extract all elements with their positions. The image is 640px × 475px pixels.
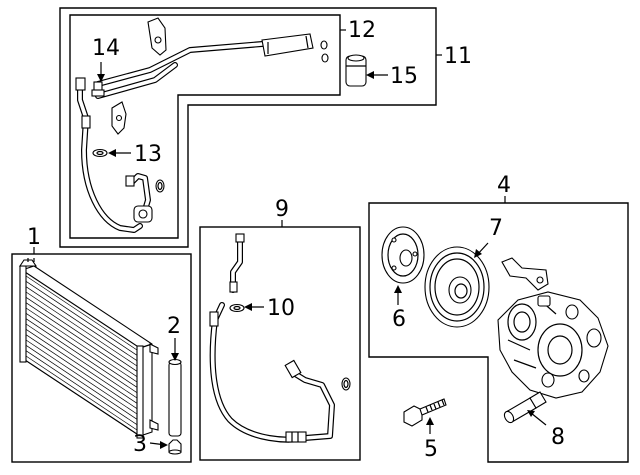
callout-9: 9 — [275, 197, 289, 222]
box-11-line-assembly — [59, 7, 442, 248]
callout-13: 13 — [134, 142, 162, 167]
callout-12: 12 — [348, 18, 376, 43]
callout-8: 8 — [551, 425, 565, 450]
drier-plug — [168, 439, 182, 455]
condenser-fin — [25, 355, 138, 431]
condenser-fin — [25, 281, 138, 356]
leader-lines — [97, 62, 547, 449]
clutch-pulley — [424, 246, 490, 328]
condenser-fin — [25, 297, 138, 372]
compressor-bracket — [501, 257, 549, 291]
callout-3: 3 — [133, 432, 147, 457]
pressure-switch — [503, 391, 547, 424]
line-o-ring — [92, 148, 108, 158]
condenser-fin — [25, 291, 138, 367]
condenser-fin — [25, 318, 138, 393]
condenser-fin — [25, 275, 138, 351]
callout-7: 7 — [489, 216, 503, 241]
compressor-bolt — [403, 398, 447, 427]
callout-6: 6 — [392, 307, 406, 332]
callout-2: 2 — [167, 314, 181, 339]
callout-1: 1 — [27, 225, 41, 250]
condenser-fin — [25, 313, 138, 388]
callout-4: 4 — [497, 173, 511, 198]
condenser — [18, 258, 159, 439]
callout-5: 5 — [424, 437, 438, 462]
condenser-fin — [25, 329, 138, 404]
clutch-plate — [381, 226, 425, 284]
line-o-ring-2 — [155, 179, 165, 193]
callout-14: 14 — [92, 36, 120, 61]
condenser-fin — [25, 323, 138, 399]
liquid-line — [75, 77, 153, 233]
condenser-fin — [25, 307, 138, 383]
condenser-fin — [25, 350, 138, 425]
receiver-drier — [168, 358, 182, 437]
compressor — [497, 291, 609, 399]
condenser-fin — [25, 339, 138, 415]
condenser-fin — [25, 345, 138, 420]
expansion-valve — [345, 54, 367, 87]
service-valve — [91, 81, 105, 97]
condenser-fin — [25, 302, 138, 377]
discharge-hose — [209, 233, 351, 443]
callout-10: 10 — [267, 296, 295, 321]
discharge-o-ring — [229, 303, 245, 313]
callout-11: 11 — [444, 44, 472, 69]
condenser-fin — [25, 286, 138, 361]
line-bracket — [111, 101, 127, 135]
box-1-condenser — [11, 253, 192, 463]
callout-15: 15 — [390, 64, 418, 89]
suction-line-assembly — [95, 17, 329, 99]
condenser-fin — [25, 334, 138, 409]
box-4-compressor — [368, 202, 629, 463]
box-9-hose — [199, 226, 361, 461]
